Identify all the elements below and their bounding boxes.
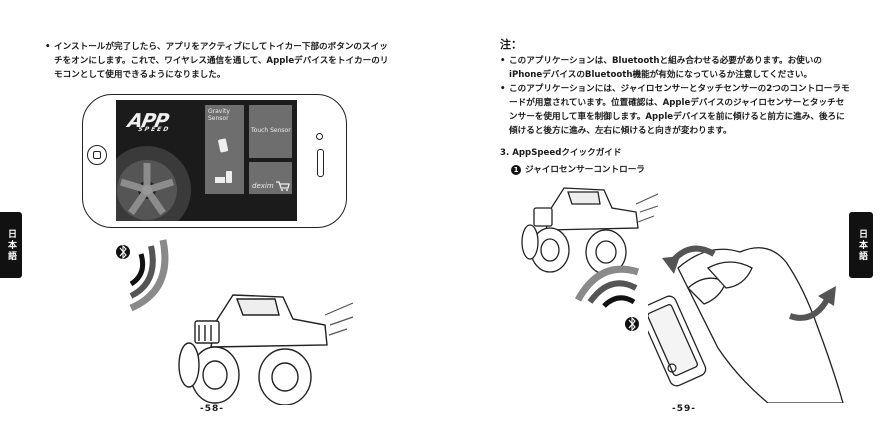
app-screen: APP SPEED Gravity Sensor Touch Sensor de… (116, 100, 297, 221)
speaker-slot (317, 149, 324, 177)
gravity-sensor-tile[interactable]: Gravity Sensor (205, 105, 244, 194)
bullet: • (45, 42, 51, 52)
signal-waves-icon (574, 265, 640, 308)
rotate-arrow-icon (662, 245, 716, 274)
gyro-heading-text: ジャイロセンサーコントローラ (525, 165, 645, 175)
bluetooth-icon (116, 244, 130, 260)
note-item: • このアプリケーションには、ジャイロセンサーとタッチセンサーの2つのコントロー… (500, 84, 850, 136)
app-logo-subtext: SPEED (137, 126, 171, 133)
monster-truck-illustration (178, 294, 354, 405)
install-text: インストールが完了したら、アプリをアクティブにしてトイカー下部のボタンのスイッチ… (54, 42, 389, 80)
rotate-arrow-icon (789, 286, 836, 321)
language-tab-left: 日本語 (0, 212, 22, 278)
camera-icon (316, 133, 323, 140)
dexim-label: dexim (252, 182, 274, 190)
app-logo: APP SPEED (126, 110, 175, 133)
note-title: 注： (500, 38, 522, 51)
tilt-phone-icon (215, 138, 232, 183)
section-heading: 3. AppSpeedクイックガイド (500, 148, 622, 158)
bluetooth-signal-left (116, 239, 169, 312)
gravity-sensor-label: Gravity Sensor (208, 108, 230, 122)
iphone-illustration: APP SPEED Gravity Sensor Touch Sensor de… (82, 94, 347, 228)
touch-sensor-label: Touch Sensor (251, 127, 291, 134)
signal-waves-icon (129, 239, 169, 312)
hand-holding-phone-illustration (648, 247, 844, 403)
language-tab-right: 日本語 (849, 212, 873, 278)
page-number-right: -59- (672, 404, 696, 414)
dexim-tile[interactable]: dexim (249, 162, 292, 194)
notes-block: 注： • このアプリケーションは、Bluetoothと組み合わせる必要があります… (500, 38, 852, 138)
note-text-2: このアプリケーションには、ジャイロセンサーとタッチセンサーの2つのコントローラモ… (509, 84, 850, 136)
bluetooth-icon (625, 316, 639, 332)
gyro-controller-heading: 1 ジャイロセンサーコントローラ (511, 163, 645, 175)
wheel-graphic (116, 146, 191, 221)
bluetooth-signal-right (574, 265, 640, 332)
page-number-left: -58- (200, 404, 224, 414)
note-text-1: このアプリケーションは、Bluetoothと組み合わせる必要があります。お使いの… (509, 56, 822, 80)
install-instruction: • インストールが完了したら、アプリをアクティブにしてトイカー下部のボタンのスイ… (45, 40, 390, 82)
note-item: • このアプリケーションは、Bluetoothと組み合わせる必要があります。お使… (500, 56, 822, 80)
home-button-icon (667, 363, 677, 373)
monster-truck-small-illustration (521, 187, 659, 275)
touch-sensor-tile[interactable]: Touch Sensor (249, 105, 292, 158)
home-button-icon (87, 145, 107, 165)
cart-icon (276, 181, 290, 191)
step-number-icon: 1 (511, 164, 521, 175)
